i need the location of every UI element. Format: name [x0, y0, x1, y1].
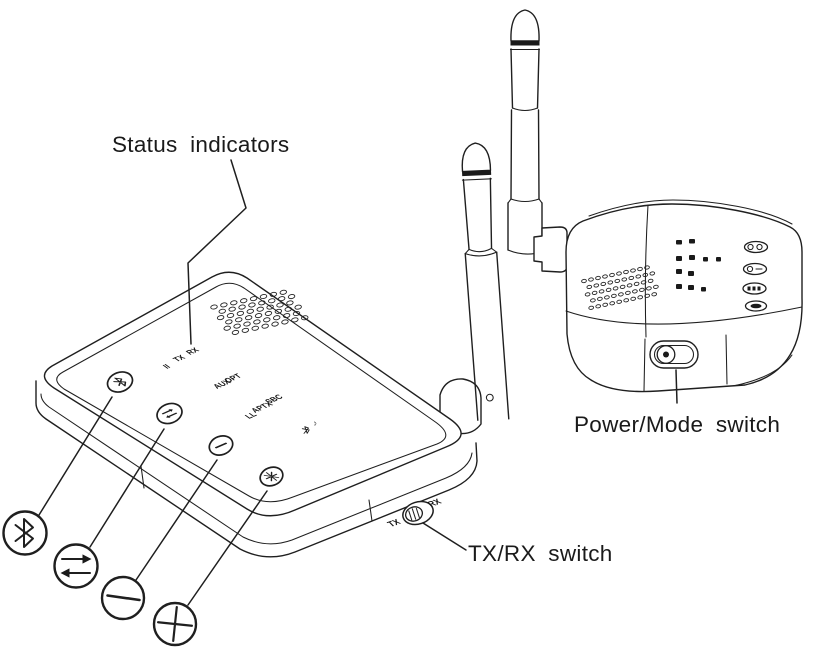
- plus-icon: [263, 471, 280, 482]
- status-indicator-labels: II TX RX OPT AUX SBC APTX LL ♪: [161, 346, 318, 434]
- swap-arrows-icon: [53, 543, 99, 589]
- transmitter-device: II TX RX OPT AUX SBC APTX LL ♪: [35, 142, 510, 558]
- side-wall: [35, 380, 478, 558]
- indicator-rx: RX: [184, 346, 202, 356]
- status-indicator-marks: [676, 239, 721, 292]
- pairing-button: [743, 240, 769, 254]
- face-seam: [565, 306, 803, 325]
- legend-icons: [2, 510, 198, 647]
- wall-seam: [40, 393, 473, 545]
- music-note-icon: ♪: [312, 418, 319, 428]
- indicator-pause: II: [161, 363, 173, 370]
- tx-rx-switch-leader: [422, 522, 467, 551]
- receiver-antenna: [507, 9, 543, 255]
- callout-labels: Status indicators Power/Mode switch TX/R…: [112, 132, 780, 566]
- antenna-hinge: [533, 226, 568, 273]
- swap-leader: [89, 428, 165, 548]
- minus-icon: [100, 575, 146, 621]
- tx-rx-switch: TX RX: [385, 497, 444, 528]
- antenna-cap: [461, 142, 492, 173]
- source-button: [742, 262, 768, 276]
- plus-icon: [152, 601, 198, 647]
- indicator-opt: OPT: [222, 372, 244, 384]
- speaker-grille: [210, 289, 309, 335]
- switch-tx-label: TX: [385, 517, 403, 528]
- power-mode-switch: [649, 340, 699, 369]
- leader-lines: [38, 159, 678, 606]
- receiver-body: [565, 203, 803, 393]
- volume-down-button: [208, 435, 234, 456]
- panel-seam: [644, 204, 649, 338]
- swap-arrows-icon: [161, 409, 178, 418]
- plus-leader: [187, 490, 268, 606]
- transmitter-top-face: [43, 271, 462, 517]
- pairing-button: [106, 371, 134, 393]
- status-indicators-label: Status indicators: [112, 132, 289, 157]
- receiver-device: [507, 9, 803, 393]
- power-mode-switch-label: Power/Mode switch: [574, 412, 780, 437]
- indicator-ll: LL: [243, 411, 259, 420]
- source-button: [156, 402, 183, 425]
- transmitter-antenna: [461, 142, 510, 421]
- volume-down-button: [742, 282, 767, 295]
- bluetooth-icon: [113, 377, 127, 387]
- speaker-grille: [581, 265, 659, 310]
- volume-up-button: [259, 466, 284, 487]
- switch-rx-label: RX: [425, 497, 444, 508]
- bluetooth-mark-icon: [301, 426, 310, 434]
- minus-leader: [135, 459, 218, 581]
- antenna-band: [462, 170, 492, 177]
- antenna-band: [510, 41, 540, 46]
- volume-up-button: [744, 300, 768, 312]
- antenna-screw: [485, 393, 494, 402]
- top-face-rim: [56, 282, 447, 503]
- antenna-cap: [510, 9, 540, 42]
- minus-icon: [214, 442, 228, 449]
- body-back-edge: [588, 199, 793, 225]
- tx-rx-switch-label: TX/RX switch: [468, 541, 613, 566]
- bluetooth-leader: [38, 396, 113, 516]
- status-indicators-leader: [187, 159, 247, 345]
- indicator-tx: TX: [171, 353, 188, 363]
- bluetooth-icon: [2, 510, 48, 556]
- power-mode-leader: [675, 369, 678, 404]
